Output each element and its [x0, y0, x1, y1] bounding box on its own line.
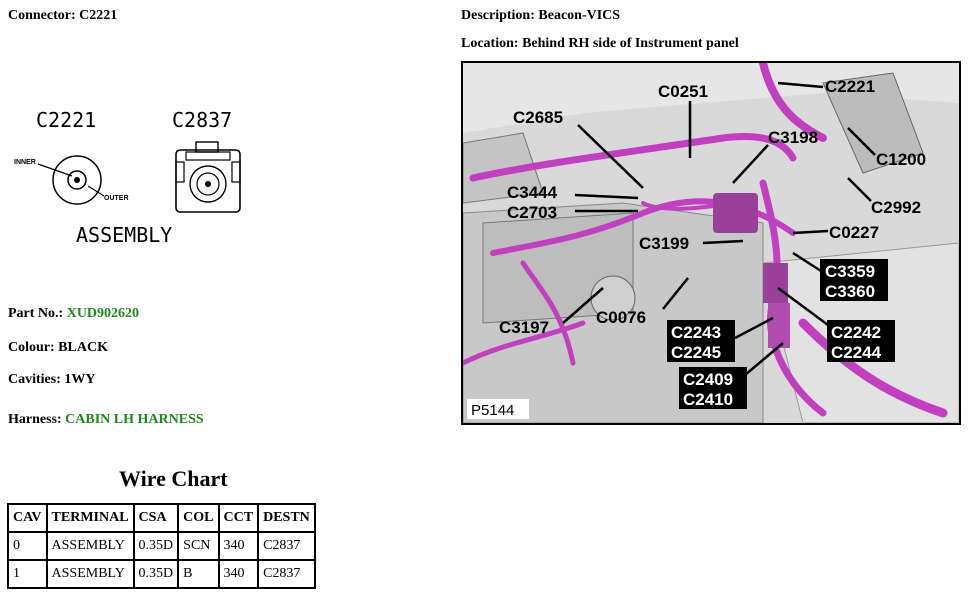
table-row: 1 ASSEMBLY 0.35D B 340 C2837 — [7, 559, 316, 589]
leader-lines — [562, 81, 876, 376]
photo-ref: C2244 — [831, 343, 882, 362]
square-connector-pin — [205, 181, 211, 187]
photo-ref: C2992 — [871, 198, 921, 217]
connector-title: Connector: C2221 — [8, 8, 117, 24]
description: Description: Beacon-VICS — [461, 8, 620, 24]
drawing-caption: ASSEMBLY — [76, 223, 172, 247]
cell-terminal: ASSEMBLY — [45, 531, 135, 561]
cell-csa: 0.35D — [132, 531, 180, 561]
connector-value: C2221 — [79, 8, 118, 23]
location-photo: C2221 C0251 C2685 C3198 C1200 C3444 C270… — [461, 61, 961, 425]
cell-cav: 0 — [7, 531, 48, 561]
square-connector-right-tab — [231, 161, 241, 183]
cell-cct: 340 — [217, 531, 260, 561]
photo-ref: C3359 — [825, 262, 875, 281]
col-destn: DESTN — [257, 503, 316, 533]
description-label: Description: — [461, 8, 535, 23]
wire-chart-table: CAV TERMINAL CSA COL CCT DESTN 0 ASSEMBL… — [7, 503, 316, 589]
table-header-row: CAV TERMINAL CSA COL CCT DESTN — [7, 503, 316, 533]
label-box-c2243 — [667, 320, 735, 362]
photo-ref: C2245 — [671, 343, 721, 362]
cell-col: SCN — [177, 531, 220, 561]
harness-lines — [463, 63, 948, 418]
col-col: COL — [177, 503, 220, 533]
round-connector-pin — [74, 177, 80, 183]
cell-destn: C2837 — [257, 559, 316, 589]
photo-labels-lower: C3197 C0076 — [499, 308, 646, 337]
colour-label: Colour: — [8, 340, 55, 355]
colour: Colour: BLACK — [8, 340, 108, 356]
square-connector-ring — [189, 165, 227, 203]
part-no-value: XUD902620 — [66, 306, 140, 321]
photo-boxed-labels: C3359 C3360 C2243 C2245 C2242 C2244 C240… — [667, 259, 895, 409]
label-box-c3359 — [820, 259, 888, 301]
inner-leader-line — [37, 163, 73, 177]
inner-label: INNER — [14, 159, 36, 166]
photo-ref: C2409 — [683, 370, 733, 389]
table-row: 0 ASSEMBLY 0.35D SCN 340 C2837 — [7, 531, 316, 561]
col-cav: CAV — [7, 503, 48, 533]
round-connector-inner — [67, 170, 87, 190]
description-value: Beacon-VICS — [538, 8, 621, 23]
harness-value: CABIN LH HARNESS — [65, 412, 204, 427]
col-terminal: TERMINAL — [45, 503, 135, 533]
photo-ref: C3199 — [639, 234, 689, 253]
cell-cct: 340 — [217, 559, 260, 589]
square-connector-ring-inner — [196, 172, 220, 196]
cell-cav: 1 — [7, 559, 48, 589]
drawing-left-label: C2221 — [36, 108, 96, 132]
photo-ref: C3444 — [507, 183, 558, 202]
square-connector-left-tab — [175, 161, 185, 183]
photo-ref: C2242 — [831, 323, 881, 342]
cell-destn: C2837 — [257, 531, 316, 561]
colour-value: BLACK — [58, 340, 108, 355]
cavities: Cavities: 1WY — [8, 372, 96, 388]
photo-ref: C2243 — [671, 323, 721, 342]
cell-csa: 0.35D — [132, 559, 180, 589]
cavities-value: 1WY — [64, 372, 96, 387]
part-no-label: Part No.: — [8, 306, 64, 321]
photo-ref: C3360 — [825, 282, 875, 301]
cell-col: B — [177, 559, 220, 589]
harness-label: Harness: — [8, 412, 62, 427]
photo-ref: C3197 — [499, 318, 549, 337]
drawing-right-label: C2837 — [172, 108, 232, 132]
cell-terminal: ASSEMBLY — [45, 559, 135, 589]
photo-labels: C2221 C0251 C2685 C3198 C1200 C3444 C270… — [507, 77, 926, 253]
label-box-c2409 — [679, 367, 747, 409]
connector-label: Connector: — [8, 8, 76, 23]
cavities-label: Cavities: — [8, 372, 61, 387]
round-connector-outer — [52, 155, 102, 205]
outer-leader-line — [87, 185, 105, 197]
module-c3198 — [713, 193, 758, 233]
photo-id-box — [467, 399, 529, 419]
photo-ref: C2410 — [683, 390, 733, 409]
wire-chart-title: Wire Chart — [119, 466, 228, 491]
photo-ref: C2685 — [513, 108, 563, 127]
module-c2242 — [768, 303, 790, 348]
photo-ref: C2703 — [507, 203, 557, 222]
photo-ref: C1200 — [876, 150, 926, 169]
lh-vent — [463, 132, 544, 204]
photo-ref: C0076 — [596, 308, 646, 327]
label-box-c2242 — [827, 320, 895, 362]
location-value: Behind RH side of Instrument panel — [522, 36, 739, 51]
module-c3359 — [763, 263, 788, 303]
photo-ref: C0227 — [829, 223, 879, 242]
photo-ref: C0251 — [658, 82, 708, 101]
col-csa: CSA — [132, 503, 180, 533]
photo-ref: C2221 — [825, 77, 875, 96]
connector-drawing: C2221 C2837 INNER OUTER ASSEMBLY — [14, 108, 241, 247]
location: Location: Behind RH side of Instrument p… — [461, 36, 739, 52]
location-label: Location: — [461, 36, 519, 51]
harness: Harness: CABIN LH HARNESS — [8, 412, 204, 428]
col-cct: CCT — [217, 503, 260, 533]
photo-id: P5144 — [471, 402, 514, 419]
part-no: Part No.: XUD902620 — [8, 306, 139, 322]
rh-vent — [822, 72, 924, 174]
square-connector-rail — [185, 151, 231, 161]
outer-label: OUTER — [104, 195, 129, 202]
photo-ref: C3198 — [768, 128, 818, 147]
